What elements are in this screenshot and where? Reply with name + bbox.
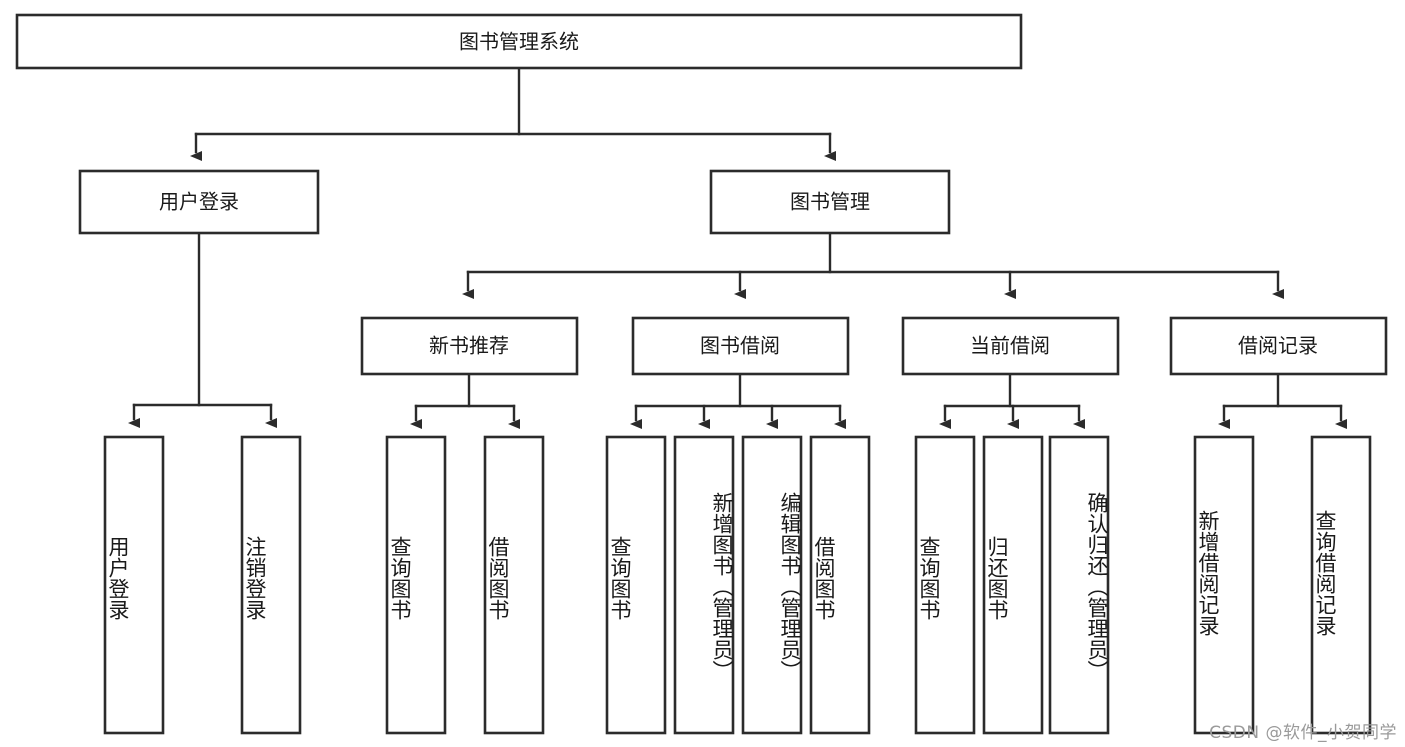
leaf-box-borrowrecord-query[interactable] — [1310, 435, 1372, 735]
node-root-label: 图书管理系统 — [459, 30, 579, 54]
node-new-book-recommend[interactable]: 新书推荐 — [360, 316, 579, 376]
connector-userlogin-to-leaves — [128, 231, 277, 428]
leaf-box-user-login-login[interactable] — [103, 435, 165, 735]
node-current-borrow-label: 当前借阅 — [970, 334, 1050, 358]
node-user-login[interactable]: 用户登录 — [78, 169, 320, 235]
leaf-box-borrowrecord-add[interactable] — [1193, 435, 1255, 735]
connector-bookborrow-to-leaves — [630, 372, 846, 429]
leaf-box-newbook-query[interactable] — [385, 435, 447, 735]
leaf-box-bookborrow-add[interactable] — [673, 435, 735, 735]
node-borrow-record[interactable]: 借阅记录 — [1169, 316, 1388, 376]
leaf-box-currentborrow-query[interactable] — [914, 435, 976, 735]
node-book-borrow-label: 图书借阅 — [700, 334, 780, 358]
node-book-management[interactable]: 图书管理 — [709, 169, 951, 235]
node-root[interactable]: 图书管理系统 — [15, 13, 1023, 70]
node-borrow-record-label: 借阅记录 — [1238, 334, 1318, 358]
leaf-box-currentborrow-confirm[interactable] — [1048, 435, 1110, 735]
leaf-box-bookborrow-edit[interactable] — [741, 435, 803, 735]
leaf-box-bookborrow-borrow[interactable] — [809, 435, 871, 735]
leaf-box-currentborrow-return[interactable] — [982, 435, 1044, 735]
connector-root-to-level2 — [190, 66, 836, 161]
node-current-borrow[interactable]: 当前借阅 — [901, 316, 1120, 376]
node-book-management-label: 图书管理 — [790, 190, 870, 214]
connector-borrowrecord-to-leaves — [1218, 372, 1347, 429]
connector-currentborrow-to-leaves — [939, 372, 1085, 429]
node-new-book-recommend-label: 新书推荐 — [429, 334, 509, 358]
connector-bookmgmt-to-level3 — [462, 231, 1284, 299]
connector-newbook-to-leaves — [410, 372, 520, 429]
node-user-login-label: 用户登录 — [159, 190, 239, 214]
csdn-watermark: CSDN @软件_小贺同学 — [1209, 723, 1397, 743]
leaf-box-bookborrow-query[interactable] — [605, 435, 667, 735]
leaf-box-newbook-borrow[interactable] — [483, 435, 545, 735]
node-book-borrow[interactable]: 图书借阅 — [631, 316, 850, 376]
leaf-box-user-login-logout[interactable] — [240, 435, 302, 735]
